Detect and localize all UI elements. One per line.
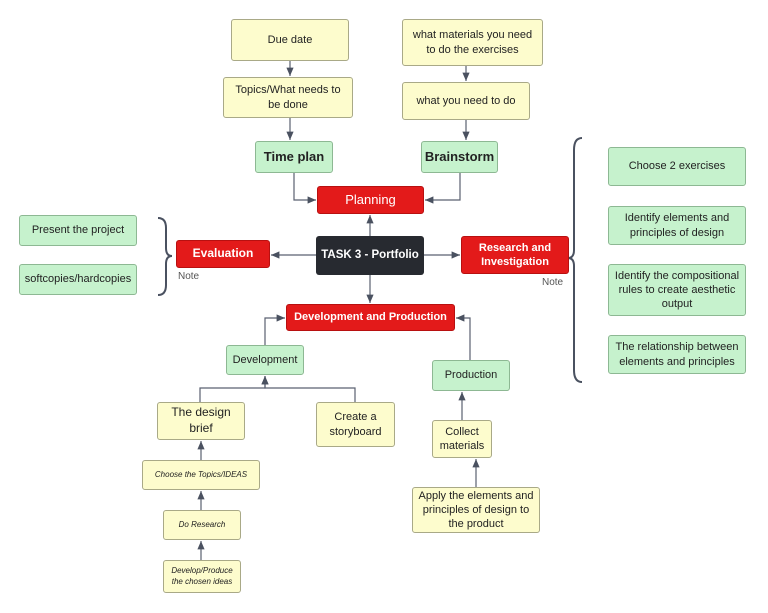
left-brace <box>157 217 173 296</box>
node-choose-topics[interactable]: Choose the Topics/IDEAS <box>142 460 260 490</box>
edge-production-devprod <box>456 314 471 360</box>
node-identify-rules[interactable]: Identify the compositional rules to crea… <box>608 264 746 316</box>
node-apply[interactable]: Apply the elements and principles of des… <box>412 487 540 533</box>
node-softcopies[interactable]: softcopies/hardcopies <box>19 264 137 295</box>
node-topics[interactable]: Topics/What needs to be done <box>223 77 353 118</box>
node-need-to-do[interactable]: what you need to do <box>402 82 530 120</box>
edge-brainstorm-planning <box>425 173 461 204</box>
node-choose-exercises[interactable]: Choose 2 exercises <box>608 147 746 186</box>
evaluation-note: Note <box>178 271 200 282</box>
right-brace <box>567 137 583 383</box>
node-dev-prod[interactable]: Development and Production <box>286 304 455 331</box>
node-materials[interactable]: what materials you need to do the exerci… <box>402 19 543 66</box>
edge-brief-development <box>199 376 269 402</box>
node-brainstorm[interactable]: Brainstorm <box>421 141 498 173</box>
node-develop-produce[interactable]: Develop/Produce the chosen ideas <box>163 560 241 593</box>
node-storyboard[interactable]: Create a storyboard <box>316 402 395 447</box>
research-note: Note <box>542 277 564 288</box>
node-due-date[interactable]: Due date <box>231 19 349 61</box>
node-research[interactable]: Research and Investigation <box>461 236 569 274</box>
node-relationship[interactable]: The relationship between elements and pr… <box>608 335 746 374</box>
node-identify-elements[interactable]: Identify elements and principles of desi… <box>608 206 746 245</box>
node-evaluation[interactable]: Evaluation <box>176 240 270 268</box>
node-do-research[interactable]: Do Research <box>163 510 241 540</box>
node-present[interactable]: Present the project <box>19 215 137 246</box>
node-development[interactable]: Development <box>226 345 304 375</box>
node-production[interactable]: Production <box>432 360 510 391</box>
edge-storyboard-development <box>261 376 356 402</box>
node-collect[interactable]: Collect materials <box>432 420 492 458</box>
node-time-plan[interactable]: Time plan <box>255 141 333 173</box>
node-task[interactable]: TASK 3 - Portfolio <box>316 236 424 275</box>
edge-development-devprod <box>264 314 285 345</box>
node-design-brief[interactable]: The design brief <box>157 402 245 440</box>
node-planning[interactable]: Planning <box>317 186 424 214</box>
edge-timeplan-planning <box>293 173 316 204</box>
